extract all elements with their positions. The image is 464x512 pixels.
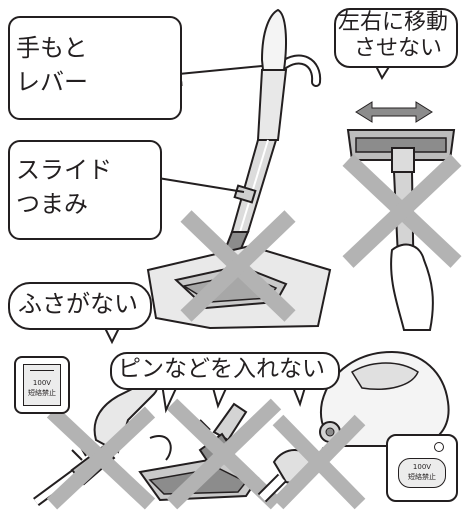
- no-pins-label: ピンなどを入れない: [118, 356, 325, 382]
- fusagane-label: ふさがない: [18, 290, 138, 318]
- canister-vacuum-illustration: [257, 350, 450, 510]
- voltage-text-bottom: 100V: [412, 463, 432, 471]
- leader-line-knob: [157, 177, 245, 193]
- plate-circle-bottom: [434, 442, 444, 452]
- slide-knob-callout: [8, 140, 162, 240]
- plate-inner-top: 100V 短絡禁止: [23, 364, 61, 406]
- fusagane-bubble: [8, 282, 152, 330]
- plate-roof-top: [30, 364, 54, 371]
- nozzle-pin-illustration: [138, 398, 282, 510]
- plate-inner-bottom: 100V 短絡禁止: [398, 458, 446, 488]
- hand-lever-callout: [8, 16, 182, 120]
- short-ban-text-bottom: 短絡禁止: [408, 473, 436, 481]
- hand-lever-label-line2: レバー: [16, 68, 88, 96]
- slide-knob-label-line1: スライド: [16, 156, 112, 184]
- hand-lever-label-line1: 手もと: [16, 34, 88, 62]
- voltage-text-top: 100V: [32, 379, 52, 387]
- no-side-label-line2: させない: [354, 36, 443, 61]
- short-ban-text-top: 短絡禁止: [28, 389, 56, 397]
- no-side-label-line1: 左右に移動: [338, 10, 449, 35]
- no-side-bubble: [334, 8, 458, 68]
- stick-vacuum-illustration: [146, 8, 332, 330]
- slide-knob-label-line2: つまみ: [16, 190, 88, 218]
- voltage-plate-bottom: 100V 短絡禁止: [386, 434, 458, 502]
- no-pins-bubble: [110, 352, 340, 390]
- side-move-illustration: [342, 101, 462, 331]
- voltage-plate-top: 100V 短絡禁止: [14, 356, 70, 414]
- handle-pin-illustration: [33, 378, 172, 510]
